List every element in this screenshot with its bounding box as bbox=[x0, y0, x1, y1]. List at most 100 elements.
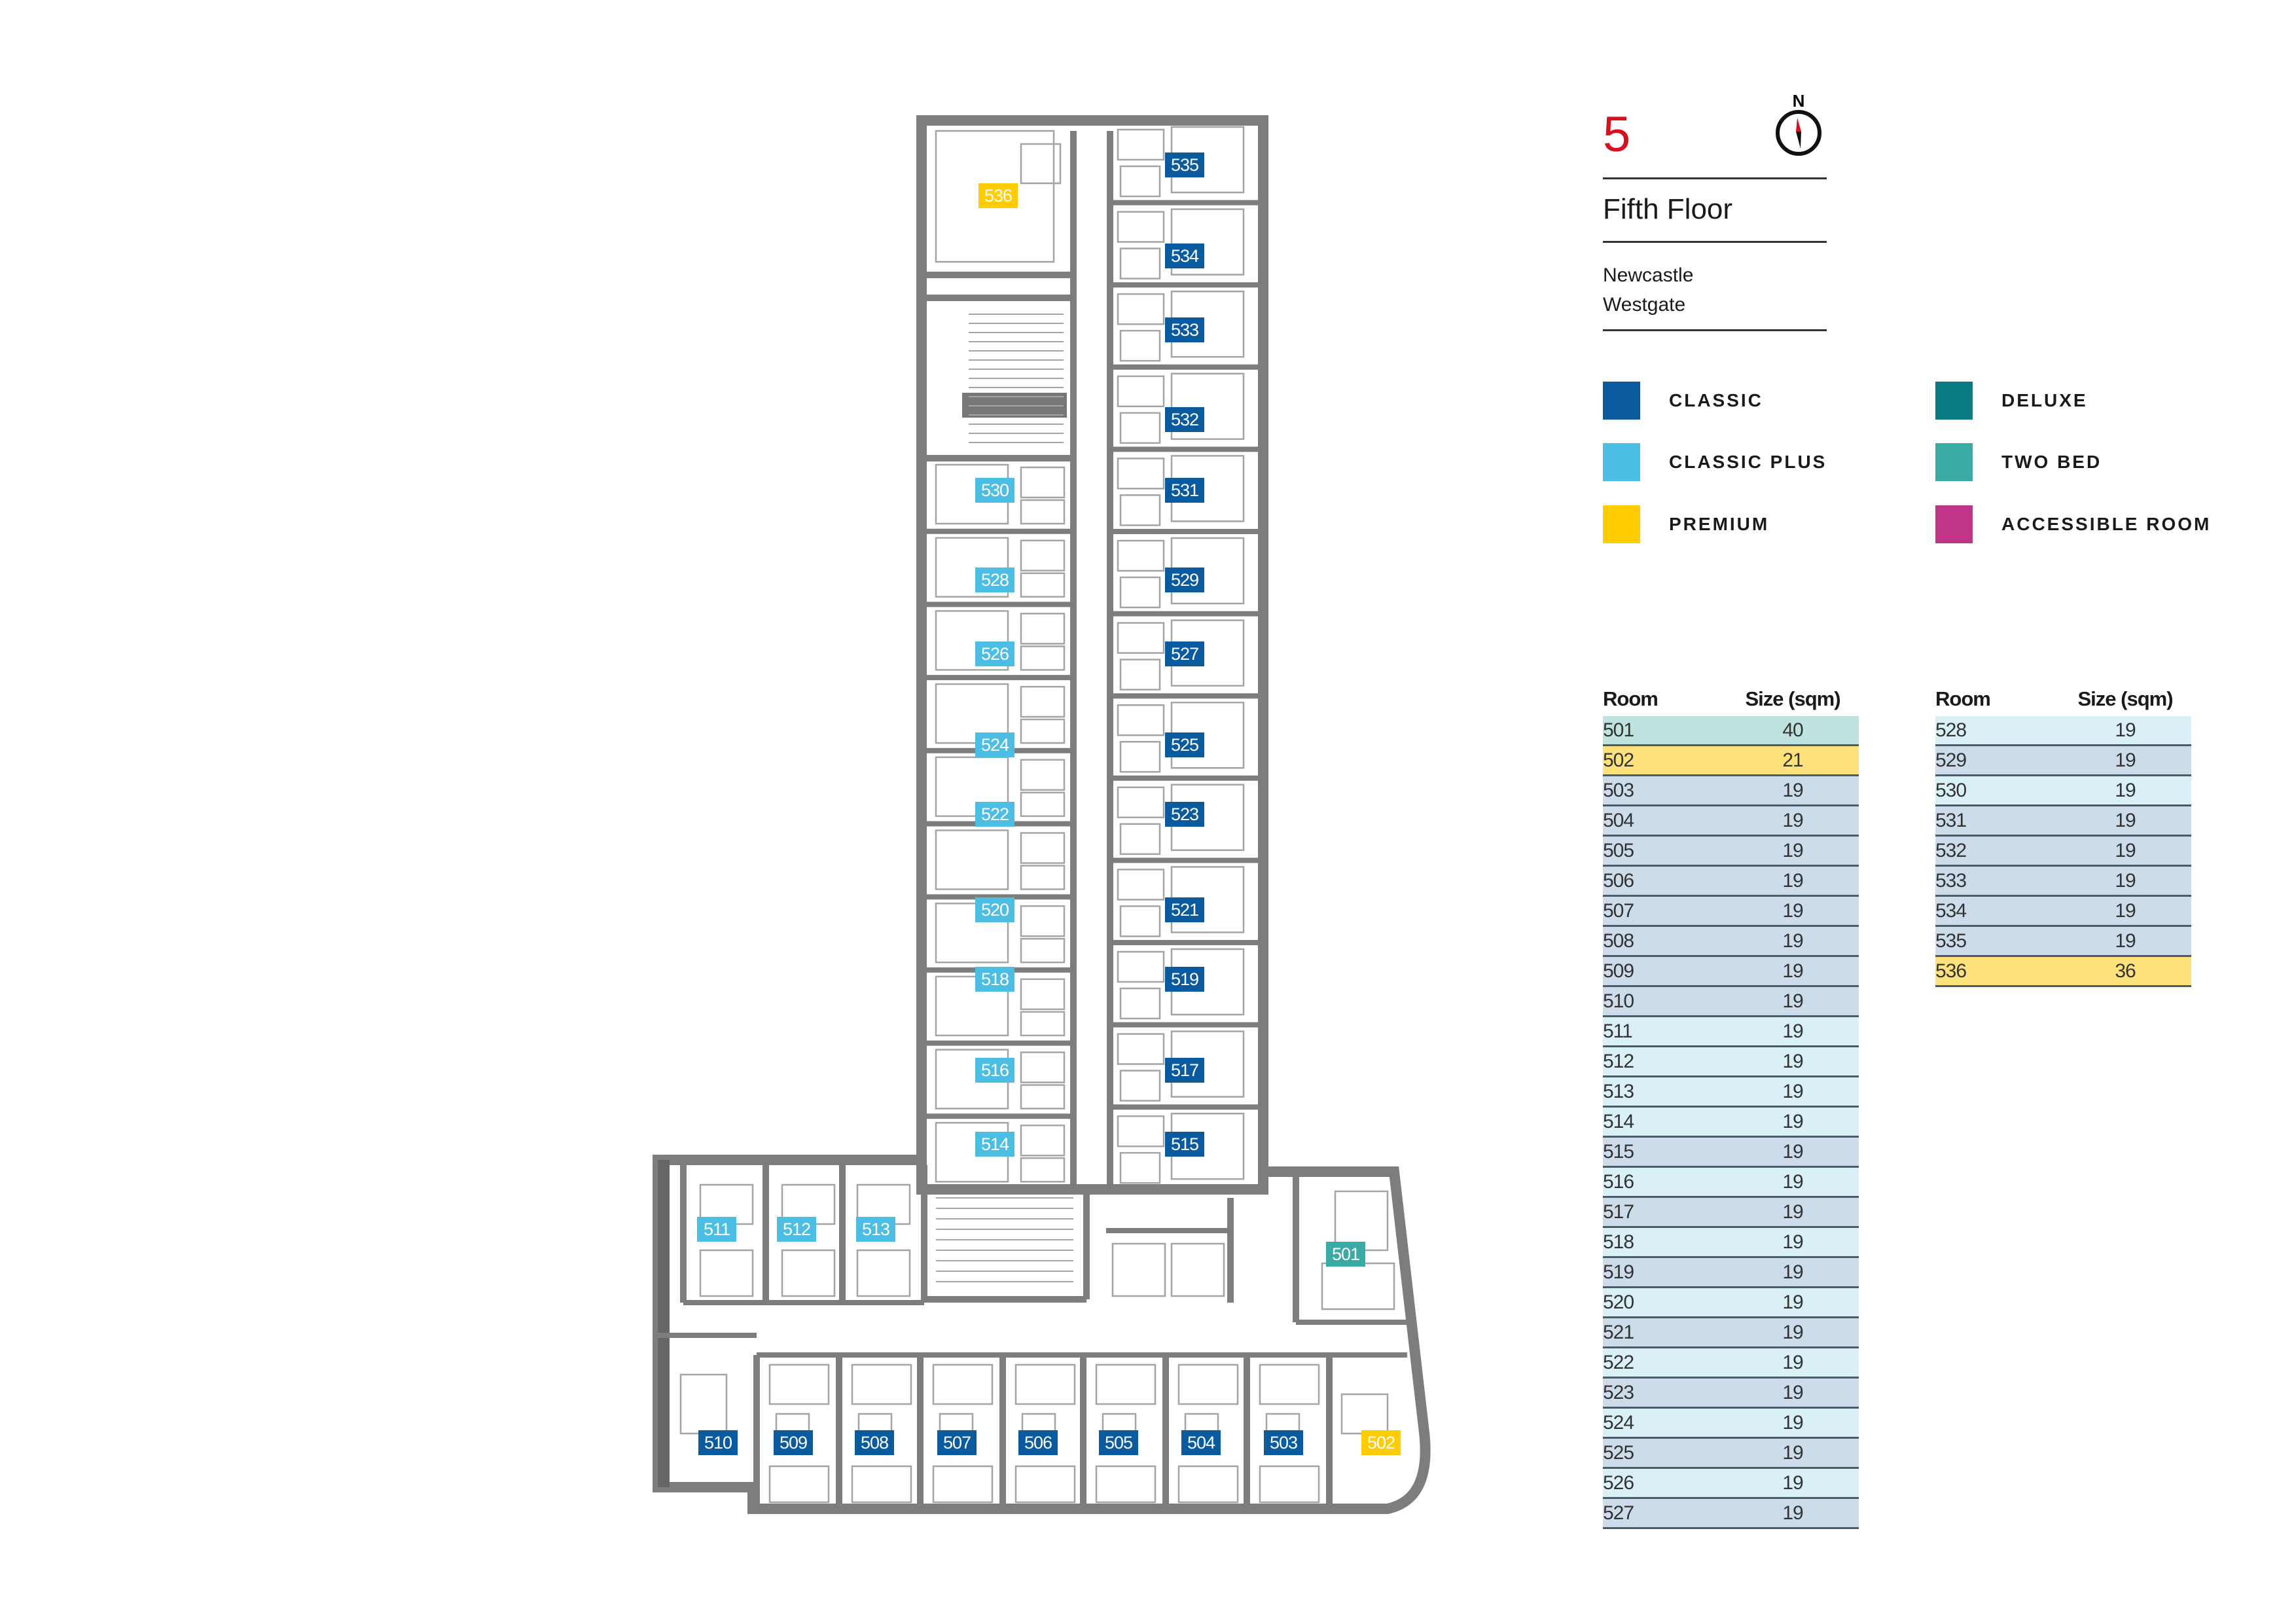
room-size: 19 bbox=[2115, 810, 2136, 831]
furniture bbox=[1117, 869, 1165, 901]
furniture bbox=[1020, 978, 1066, 1011]
room-number: 509 bbox=[1603, 960, 1634, 982]
room-label-510: 510 bbox=[698, 1430, 738, 1455]
furniture bbox=[851, 1465, 912, 1504]
room-label-526: 526 bbox=[975, 641, 1014, 666]
table-row: 508 19 bbox=[1603, 927, 1859, 957]
room-number: 512 bbox=[1603, 1051, 1634, 1072]
room-size: 19 bbox=[1782, 810, 1803, 831]
furniture bbox=[1177, 1363, 1239, 1405]
furniture bbox=[1095, 1363, 1157, 1405]
column-header: Size (sqm) bbox=[1745, 687, 1840, 710]
furniture bbox=[1117, 293, 1165, 325]
furniture bbox=[1020, 1157, 1066, 1183]
furniture bbox=[1020, 1011, 1066, 1037]
room-size: 19 bbox=[1782, 900, 1803, 922]
room-label-501: 501 bbox=[1326, 1242, 1365, 1267]
room-size: 19 bbox=[1782, 1442, 1803, 1464]
furniture bbox=[1119, 329, 1161, 362]
furniture bbox=[1177, 1465, 1239, 1504]
room-label-502: 502 bbox=[1361, 1430, 1401, 1455]
furniture bbox=[1170, 208, 1245, 276]
legend-swatch bbox=[1935, 443, 1973, 481]
room-size: 19 bbox=[1782, 1081, 1803, 1102]
furniture bbox=[1119, 247, 1161, 280]
room-number: 508 bbox=[1603, 930, 1634, 952]
room-size: 19 bbox=[1782, 930, 1803, 952]
room-label-530: 530 bbox=[975, 478, 1014, 503]
room-number: 533 bbox=[1935, 870, 1967, 892]
room-label-504: 504 bbox=[1181, 1430, 1221, 1455]
room-number: 519 bbox=[1603, 1261, 1634, 1283]
legend-label: CLASSIC bbox=[1669, 390, 1763, 410]
room-number: 505 bbox=[1603, 840, 1634, 861]
location: Newcastle Westgate bbox=[1603, 261, 1693, 319]
room-label-518: 518 bbox=[975, 967, 1014, 992]
room-number: 524 bbox=[1603, 1412, 1634, 1434]
furniture bbox=[1119, 905, 1161, 937]
legend-item-deluxe: DELUXE bbox=[1935, 382, 2088, 420]
furniture bbox=[1020, 613, 1066, 645]
legend-label: DELUXE bbox=[2001, 390, 2088, 410]
furniture bbox=[1117, 211, 1165, 243]
furniture bbox=[1119, 823, 1161, 856]
room-label-524: 524 bbox=[975, 732, 1014, 757]
furniture bbox=[935, 610, 1009, 671]
room-label-528: 528 bbox=[975, 568, 1014, 592]
room-label-531: 531 bbox=[1165, 478, 1204, 503]
room-label-517: 517 bbox=[1165, 1058, 1204, 1083]
furniture bbox=[1119, 987, 1161, 1020]
room-label-521: 521 bbox=[1165, 897, 1204, 922]
furniture bbox=[1020, 499, 1066, 525]
room-size: 19 bbox=[1782, 1382, 1803, 1403]
furniture bbox=[1119, 659, 1161, 691]
room-size: 19 bbox=[1782, 1502, 1803, 1524]
divider bbox=[1603, 177, 1827, 179]
column-header: Size (sqm) bbox=[2077, 687, 2173, 710]
room-number: 507 bbox=[1603, 900, 1634, 922]
furniture bbox=[1020, 905, 1066, 937]
legend-swatch bbox=[1603, 505, 1640, 543]
room-number: 518 bbox=[1603, 1231, 1634, 1253]
legend-item-two-bed: TWO BED bbox=[1935, 443, 2102, 481]
furniture bbox=[1117, 1033, 1165, 1065]
room-label-529: 529 bbox=[1165, 568, 1204, 592]
room-label-527: 527 bbox=[1165, 641, 1204, 666]
furniture bbox=[1119, 740, 1161, 773]
room-number: 514 bbox=[1603, 1111, 1634, 1132]
furniture bbox=[1020, 1051, 1066, 1083]
furniture bbox=[935, 829, 1009, 890]
outer-wall bbox=[658, 1160, 670, 1487]
room-size: 19 bbox=[1782, 1472, 1803, 1494]
room-label-516: 516 bbox=[975, 1058, 1014, 1083]
floor-name: Fifth Floor bbox=[1603, 193, 1733, 225]
room-size: 19 bbox=[1782, 1111, 1803, 1132]
room-size: 19 bbox=[1782, 1141, 1803, 1163]
room-size: 19 bbox=[1782, 840, 1803, 861]
furniture bbox=[1020, 1084, 1066, 1110]
furniture bbox=[768, 1465, 830, 1504]
room-label-519: 519 bbox=[1165, 967, 1204, 992]
furniture bbox=[1117, 704, 1165, 736]
room-label-508: 508 bbox=[855, 1430, 894, 1455]
room-number: 534 bbox=[1935, 900, 1967, 922]
furniture bbox=[1117, 622, 1165, 654]
furniture bbox=[1119, 1070, 1161, 1102]
